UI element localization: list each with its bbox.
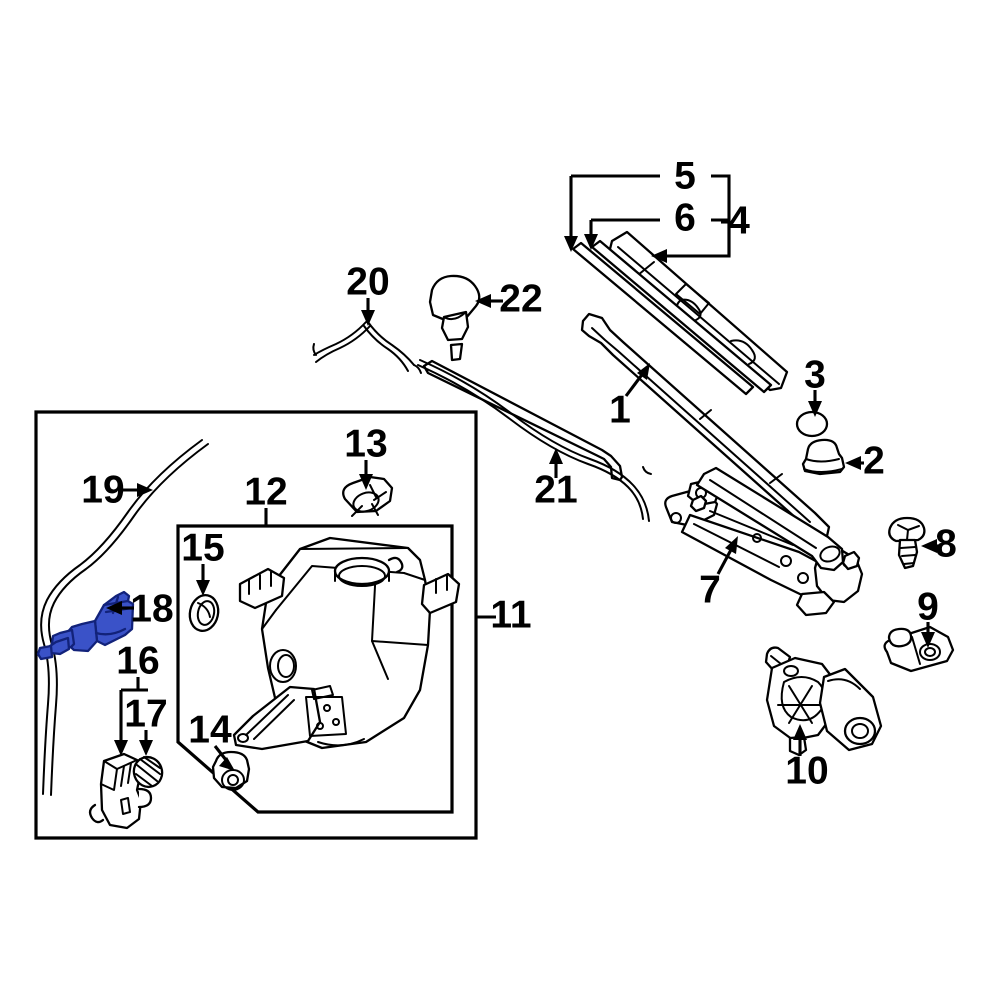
- callout-leader-19: [120, 483, 153, 497]
- washer-reservoir-assembly-frame: [34, 410, 478, 840]
- callout-label-14: 14: [188, 708, 232, 751]
- callout-label-8: 8: [935, 522, 957, 565]
- callout-label-16: 16: [116, 639, 159, 682]
- callout-leader-16: [114, 677, 148, 756]
- callout-label-6: 6: [674, 196, 696, 239]
- callout-label-10: 10: [785, 749, 828, 792]
- callout-leader-15: [196, 564, 210, 596]
- callout-label-11: 11: [490, 593, 531, 636]
- washer-hose[interactable]: [40, 439, 209, 796]
- motor-crank-arm[interactable]: [883, 625, 955, 673]
- washer-hose-to-nozzle[interactable]: [417, 359, 652, 522]
- callout-leader-6: [584, 218, 729, 250]
- callout-label-2: 2: [863, 439, 885, 482]
- wiper-motor[interactable]: [764, 646, 883, 757]
- callout-labels: 1 2 3 4 5 6 7 8 9 10 11 12 13 14 15 16 1…: [81, 154, 957, 792]
- callout-label-4: 4: [728, 199, 750, 242]
- wiper-linkage-transmission[interactable]: [664, 466, 864, 617]
- reservoir-mounting-grommet[interactable]: [211, 750, 251, 791]
- wiper-blade-assembly[interactable]: [571, 230, 789, 396]
- callout-leader-17: [139, 730, 153, 756]
- washer-fluid-pump[interactable]: [36, 590, 135, 661]
- callout-label-13: 13: [344, 422, 387, 465]
- washer-hose-y-connector[interactable]: [312, 321, 422, 374]
- callout-leader-4: [651, 220, 731, 263]
- callout-leader-8: [921, 539, 940, 553]
- callout-leader-2: [845, 456, 864, 470]
- washer-nozzle[interactable]: [428, 274, 481, 362]
- washer-reservoir-tank-frame: [176, 524, 454, 814]
- callout-label-19: 19: [81, 468, 124, 511]
- callout-label-12: 12: [244, 470, 287, 513]
- callout-label-17: 17: [124, 692, 167, 735]
- linkage-mounting-bolt[interactable]: [888, 516, 926, 570]
- callout-leader-18: [106, 601, 134, 615]
- callout-label-21: 21: [534, 468, 577, 511]
- callout-leader-10: [793, 724, 807, 756]
- callout-label-7: 7: [699, 568, 721, 611]
- callout-leader-20: [361, 298, 375, 326]
- callout-leader-22: [475, 294, 503, 308]
- callout-label-3: 3: [804, 353, 826, 396]
- wiper-arm-cap-washer[interactable]: [795, 410, 829, 438]
- callout-leader-9: [921, 622, 935, 648]
- washer-level-sensor[interactable]: [88, 752, 153, 830]
- callout-leader-13: [359, 460, 373, 490]
- callout-leader-7: [716, 536, 738, 575]
- washer-reservoir-tank[interactable]: [232, 536, 461, 751]
- callout-label-15: 15: [181, 526, 224, 569]
- callout-label-9: 9: [917, 585, 939, 628]
- callout-leader-14: [213, 745, 235, 771]
- callout-label-5: 5: [674, 154, 696, 197]
- callout-label-18: 18: [130, 587, 173, 630]
- reservoir-filler-cap[interactable]: [342, 475, 394, 517]
- pump-seal-grommet[interactable]: [187, 592, 222, 633]
- callout-leader-21: [549, 448, 563, 478]
- wiper-arm-nut-cap[interactable]: [801, 438, 846, 476]
- callout-label-20: 20: [346, 260, 389, 303]
- callout-leader-1: [624, 363, 650, 397]
- callout-label-22: 22: [499, 277, 542, 320]
- level-sensor-seal[interactable]: [130, 753, 167, 791]
- callout-leader-3: [808, 390, 822, 417]
- callout-label-1: 1: [609, 388, 631, 431]
